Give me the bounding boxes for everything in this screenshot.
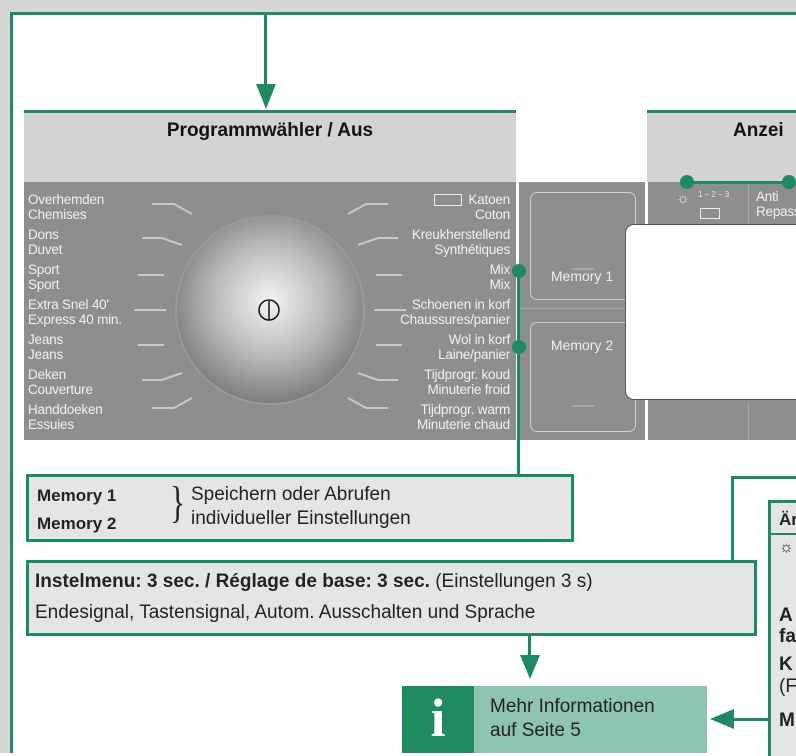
memory-description-2: individueller Einstellungen (191, 508, 411, 529)
memory-1-label[interactable]: Memory 1 (550, 268, 614, 284)
display-panel: ☼ 1 – 2 – 3 Anti Repass (625, 175, 796, 440)
right-row-3a: A (779, 605, 793, 626)
steps-label: 1 – 2 – 3 (698, 190, 730, 199)
dash-icon (572, 268, 594, 270)
right-row-5: M (779, 710, 795, 731)
connector-dot (782, 175, 796, 189)
left-arrow-line (732, 718, 768, 721)
memory-1-text: Memory 1 (37, 486, 117, 505)
right-row-4b: (F (779, 676, 796, 697)
sun-icon: ☼ (676, 190, 690, 207)
right-info-box: Är ☼ A fa K (F M (768, 500, 796, 756)
right-row-3b: fa (779, 626, 796, 647)
dial-ticks (134, 203, 406, 409)
right-connector (731, 476, 734, 560)
connector-dot (680, 175, 694, 189)
cotton-tag-icon (434, 194, 463, 207)
info-line-2: auf Seite 5 (490, 720, 581, 741)
memory-2-label[interactable]: Memory 2 (550, 337, 614, 353)
info-icon: i (430, 688, 446, 748)
right-row-divider (771, 533, 796, 535)
settings-line-1: Instelmenu: 3 sec. / Réglage de base: 3 … (35, 571, 593, 593)
info-line-1: Mehr Informationen (490, 696, 655, 717)
panel-divider (519, 308, 645, 309)
top-connector (264, 15, 267, 87)
sun-icon: ☼ (779, 539, 794, 556)
power-icon (257, 298, 281, 322)
header-line (24, 110, 516, 113)
tag-icon (700, 208, 720, 219)
info-icon-area (402, 686, 474, 753)
memory-2-text: Memory 2 (37, 514, 117, 533)
dash-icon (572, 405, 594, 407)
top-frame (0, 0, 796, 14)
memory-description-1: Speichern oder Abrufen (191, 484, 391, 505)
settings-line-2: Endesignal, Tastensignal, Autom. Ausscha… (35, 602, 536, 623)
left-frame (0, 0, 10, 753)
panel-divider (748, 402, 749, 440)
settings-bold-text: Instelmenu: 3 sec. / Réglage de base: 3 … (35, 571, 430, 592)
info-box[interactable]: i Mehr Informationen auf Seite 5 (402, 686, 707, 753)
program-option[interactable]: Extra Snel 40'Express 40 min. (28, 297, 122, 327)
anti-crease-label[interactable]: Anti Repass (756, 189, 796, 219)
brace-icon: } (170, 478, 185, 527)
display-header-line (647, 110, 796, 113)
program-selector-header: Programmwähler / Aus (24, 110, 516, 182)
display-screen (625, 224, 796, 400)
arrow-down-icon (256, 84, 276, 109)
top-frame-line (10, 12, 796, 15)
settings-normal-text: (Einstellungen 3 s) (429, 571, 593, 592)
program-selector-title: Programmwähler / Aus (166, 120, 374, 141)
display-connector (686, 181, 796, 184)
display-title: Anzei (733, 120, 784, 141)
left-frame-line (10, 12, 13, 753)
arrow-down-icon (520, 655, 540, 679)
arrow-left-icon (710, 709, 734, 729)
memory-info-box: Memory 1 Memory 2 } Speichern oder Abruf… (26, 474, 574, 542)
panel-divider (748, 182, 749, 224)
right-row-1: Är (779, 510, 796, 529)
right-row-4a: K (779, 654, 793, 675)
info-connector (528, 633, 531, 657)
memory-connector (517, 271, 520, 476)
settings-info-box: Instelmenu: 3 sec. / Réglage de base: 3 … (26, 560, 757, 636)
memory-panel: Memory 1 Memory 2 (519, 182, 645, 440)
right-connector (733, 476, 796, 479)
display-header: Anzei (647, 110, 796, 182)
